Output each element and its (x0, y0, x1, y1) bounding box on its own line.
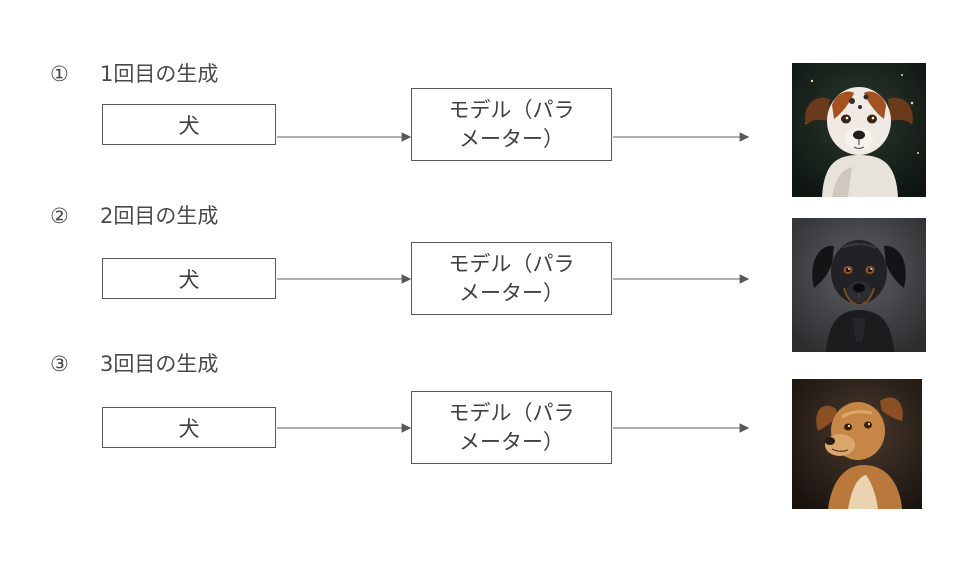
output-dog-image-3 (792, 379, 922, 509)
output-dog-image-2 (792, 218, 926, 352)
model-label-line2: メーター） (459, 429, 564, 454)
input-prompt-box: 犬 (102, 407, 276, 448)
model-label-line2: メーター） (459, 280, 564, 305)
model-label-line2: メーター） (459, 126, 564, 151)
step-title: 3回目の生成 (100, 352, 219, 376)
model-label-line1: モデル（パラ (448, 400, 575, 425)
step-number: ① (50, 62, 69, 86)
model-box: モデル（パラ メーター） (411, 242, 612, 315)
flow-arrows (277, 274, 750, 284)
generation-row-1: ① 1回目の生成 犬 モデル（パラ メーター） (0, 58, 960, 198)
input-prompt-box: 犬 (102, 258, 276, 299)
model-label-line1: モデル（パラ (448, 97, 575, 122)
output-dog-image-1 (792, 63, 926, 197)
input-prompt-text: 犬 (178, 267, 200, 292)
input-prompt-box: 犬 (102, 104, 276, 145)
row-label: ① 1回目の生成 (50, 58, 218, 88)
generation-row-3: ③ 3回目の生成 犬 モデル（パラ メーター） (0, 348, 960, 509)
row-label: ③ 3回目の生成 (50, 348, 218, 378)
input-prompt-text: 犬 (178, 113, 200, 138)
row-label: ② 2回目の生成 (50, 200, 218, 230)
flow-arrows (277, 132, 750, 142)
flow-arrows (277, 423, 750, 433)
step-number: ② (50, 204, 69, 228)
step-number: ③ (50, 352, 69, 376)
model-box: モデル（パラ メーター） (411, 391, 612, 464)
step-title: 1回目の生成 (100, 62, 219, 86)
model-label-line1: モデル（パラ (448, 251, 575, 276)
input-prompt-text: 犬 (178, 416, 200, 441)
model-box: モデル（パラ メーター） (411, 88, 612, 161)
generation-row-2: ② 2回目の生成 犬 モデル（パラ メーター） (0, 200, 960, 352)
step-title: 2回目の生成 (100, 204, 219, 228)
